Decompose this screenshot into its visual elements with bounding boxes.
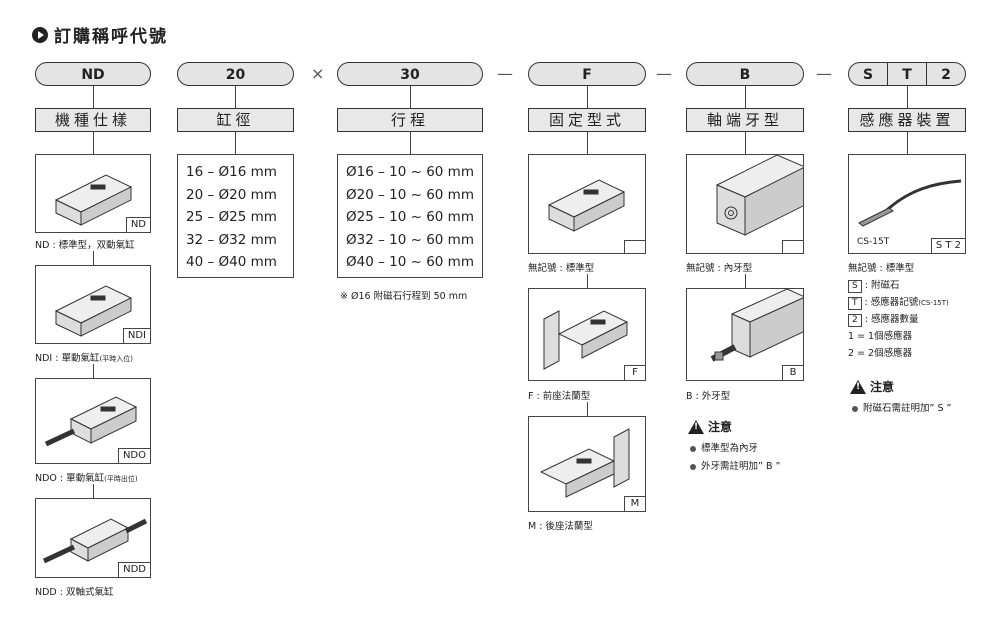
mount-tag: M (624, 496, 645, 511)
cylinder-image-ndd: NDD (35, 498, 151, 578)
label-model: 機種仕樣 (35, 108, 151, 132)
model-tag: ND (125, 217, 150, 232)
model-tag: NDO (117, 448, 150, 463)
sensor-image: CS-15T S T 2 (848, 154, 966, 254)
sensor-count-key: 2 (848, 314, 862, 327)
mount-caption: F : 前座法蘭型 (528, 391, 591, 402)
connector (745, 86, 746, 108)
dash-separator: — (497, 64, 513, 83)
code-pill-bore: 20 (177, 62, 294, 86)
label-thread: 軸端牙型 (686, 108, 804, 132)
sensor-code-s: S (862, 67, 874, 83)
connector (93, 132, 94, 154)
connector (745, 274, 746, 288)
thread-note-bullet: 外牙需註明加” B ” (690, 458, 780, 472)
dash-separator: — (816, 64, 832, 83)
model-caption: ND : 標準型，双動氣缸 (35, 240, 135, 251)
sensor-t-text: : 感應器記號 (864, 297, 919, 308)
code-pill-stroke: 30 (337, 62, 483, 86)
thread-note-bullet: 標準型為內牙 (690, 440, 758, 454)
sensor-qty-1: 1 = 1個感應器 (848, 331, 913, 342)
sensor-count-line: 2: 感應器數量 (848, 311, 918, 327)
connector (745, 132, 746, 154)
mount-tag: F (624, 365, 645, 380)
cylinder-image-nd: ND (35, 154, 151, 233)
cylinder-image-ndo: NDO (35, 378, 151, 464)
connector (587, 132, 588, 154)
model-caption: NDD : 双軸式氣缸 (35, 587, 114, 598)
sensor-code-count: 2 (926, 63, 965, 85)
bore-list: 16 – Ø16 mm 20 – Ø20 mm 25 – Ø25 mm 32 –… (177, 154, 294, 278)
dash-separator: — (656, 64, 672, 83)
sensor-qty-2: 2 = 2個感應器 (848, 348, 913, 359)
code-pill-sensor: S T 2 (848, 62, 966, 86)
connector (93, 251, 94, 265)
thread-note-title-text: 注意 (708, 420, 733, 434)
cylinder-image-ndi: NDI (35, 265, 151, 344)
connector (587, 402, 588, 416)
stroke-note: ※ Ø16 附磁石行程到 50 mm (340, 291, 468, 302)
sensor-code-t: T (887, 63, 926, 85)
connector (587, 86, 588, 108)
sensor-model-label: CS-15T (857, 237, 890, 247)
thread-image-internal (686, 154, 804, 254)
thread-caption: B : 外牙型 (686, 391, 731, 402)
model-caption-small: (平時入位) (99, 355, 133, 363)
mount-caption: M : 後座法蘭型 (528, 521, 593, 532)
thread-caption: 無記號 : 內牙型 (686, 263, 753, 274)
model-tag: NDD (118, 562, 150, 577)
code-pill-mount: F (528, 62, 646, 86)
code-pill-thread: B (686, 62, 804, 86)
code-pill-nd: ND (35, 62, 151, 86)
connector (93, 86, 94, 108)
label-sensor: 感應器裝置 (848, 108, 966, 132)
sensor-standard: 無記號 : 標準型 (848, 263, 915, 274)
warning-icon (850, 379, 866, 394)
connector (907, 132, 908, 154)
thread-tag (782, 240, 803, 253)
mount-image-standard (528, 154, 646, 254)
sensor-t-line: T: 感應器記號(CS-15T) (848, 294, 949, 310)
model-caption: NDI : 單動氣缸(平時入位) (35, 350, 133, 364)
connector (235, 132, 236, 154)
mount-image-rear-flange: M (528, 416, 646, 512)
thread-image-external: B (686, 288, 804, 381)
times-separator: × (311, 64, 325, 83)
play-circle-icon (32, 26, 48, 43)
label-stroke: 行程 (337, 108, 483, 132)
label-mount: 固定型式 (528, 108, 646, 132)
stroke-list: Ø16 – 10 ~ 60 mm Ø20 – 10 ~ 60 mm Ø25 – … (337, 154, 483, 278)
connector (410, 132, 411, 154)
model-caption-small: (平時出位) (104, 475, 138, 483)
connector (235, 86, 236, 108)
page-title-text: 訂購稱呼代號 (54, 27, 168, 47)
mount-image-front-flange: F (528, 288, 646, 381)
sensor-s-key: S (848, 280, 862, 293)
sensor-s-text: : 附磁石 (864, 280, 900, 291)
connector (587, 274, 588, 288)
connector (93, 484, 94, 498)
model-caption-text: NDI : 單動氣缸 (35, 353, 100, 364)
connector (93, 364, 94, 378)
page-title: 訂購稱呼代號 (32, 22, 168, 47)
model-tag: NDI (122, 328, 150, 343)
warning-icon (688, 419, 704, 434)
sensor-tag: S T 2 (930, 238, 965, 253)
connector (410, 86, 411, 108)
sensor-s-line: S: 附磁石 (848, 277, 899, 293)
sensor-note-bullet: 附磁石需註明加” S ” (852, 400, 951, 414)
model-caption: NDO : 單動氣缸(平時出位) (35, 470, 138, 484)
thread-note-title: 注意 (688, 418, 732, 435)
connector (907, 86, 908, 108)
sensor-t-small: (CS-15T) (918, 299, 949, 307)
mount-tag (624, 240, 645, 253)
sensor-count-text: : 感應器數量 (864, 314, 919, 325)
mount-caption: 無記號 : 標準型 (528, 263, 595, 274)
label-bore: 缸徑 (177, 108, 294, 132)
sensor-note-title: 注意 (850, 378, 894, 395)
sensor-note-title-text: 注意 (870, 380, 895, 394)
model-caption-text: NDO : 單動氣缸 (35, 473, 105, 484)
thread-tag: B (782, 365, 803, 380)
sensor-t-key: T (848, 297, 862, 310)
